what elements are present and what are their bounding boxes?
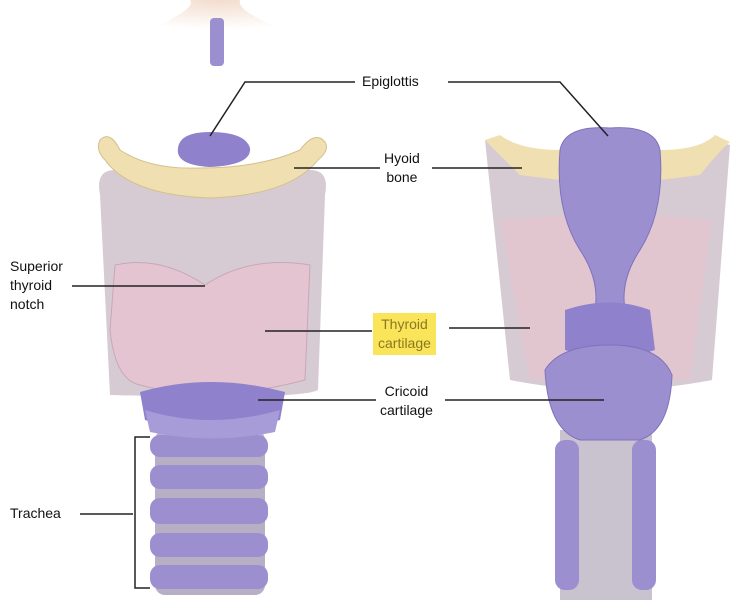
leader-lines — [72, 81, 609, 589]
label-thyroid-cartilage: Thyroid cartilage — [373, 313, 436, 355]
neck-thumbnail — [120, 0, 320, 66]
label-line: Hyoid — [384, 150, 420, 166]
label-superior-thyroid-notch: Superior thyroid notch — [10, 257, 63, 314]
label-line: cartilage — [380, 402, 433, 418]
label-line: bone — [386, 169, 418, 185]
label-line: Cricoid — [384, 383, 429, 399]
label-trachea: Trachea — [10, 505, 61, 521]
label-line: Thyroid — [381, 316, 428, 332]
label-line: thyroid — [10, 277, 53, 293]
label-hyoid-bone: Hyoid bone — [384, 149, 420, 187]
label-line: Superior — [10, 258, 63, 274]
label-epiglottis: Epiglottis — [362, 73, 419, 89]
anterior-larynx — [97, 132, 327, 595]
label-cricoid-cartilage: Cricoid cartilage — [380, 382, 433, 420]
label-line: notch — [10, 296, 45, 312]
posterior-larynx — [485, 127, 730, 600]
label-line: cartilage — [378, 335, 431, 351]
